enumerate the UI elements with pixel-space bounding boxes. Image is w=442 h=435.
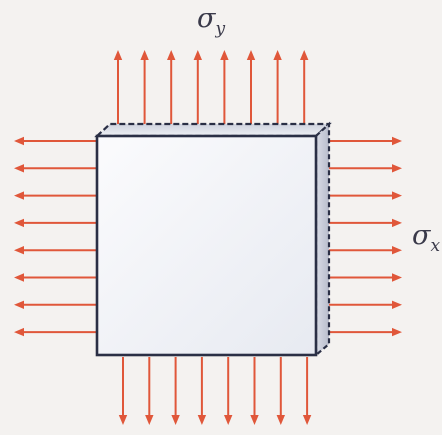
arrows-bottom-group (118, 357, 312, 425)
arrow-left (14, 164, 96, 173)
arrow-top (246, 50, 256, 126)
arrows-right-group (320, 136, 402, 337)
arrow-right (320, 136, 402, 146)
arrow-left (14, 273, 96, 282)
arrow-bottom (302, 357, 312, 425)
arrow-right (320, 164, 402, 173)
arrow-left (14, 218, 96, 228)
arrow-bottom (224, 357, 233, 425)
arrow-bottom (250, 357, 259, 425)
arrows-top-group (113, 50, 309, 126)
arrow-top (167, 50, 176, 126)
arrow-right (320, 273, 402, 282)
label-sigma-x: σx (412, 220, 440, 256)
arrow-bottom (118, 357, 128, 425)
arrow-left (14, 136, 96, 146)
element-front-face (95, 134, 318, 357)
element-block (94, 121, 332, 358)
arrow-right (320, 327, 402, 337)
arrow-top (113, 50, 123, 126)
arrow-right (320, 218, 402, 228)
arrow-right (320, 246, 402, 255)
arrow-bottom (197, 357, 207, 425)
arrow-bottom (276, 357, 285, 425)
arrow-left (14, 191, 96, 200)
arrow-bottom (171, 357, 180, 425)
element-side-face (314, 121, 331, 358)
arrows-left-group (14, 136, 96, 337)
arrow-right (320, 191, 402, 200)
label-sigma-y: σy (197, 3, 225, 39)
arrow-top (300, 50, 309, 126)
arrow-top (273, 50, 282, 126)
arrow-bottom (145, 357, 154, 425)
arrow-right (320, 300, 402, 309)
element-top-face (94, 122, 332, 138)
arrow-top (140, 50, 149, 126)
arrow-top (193, 50, 202, 126)
arrow-left (14, 246, 96, 255)
arrow-top (220, 50, 229, 126)
arrow-left (14, 327, 96, 337)
arrow-left (14, 300, 96, 309)
